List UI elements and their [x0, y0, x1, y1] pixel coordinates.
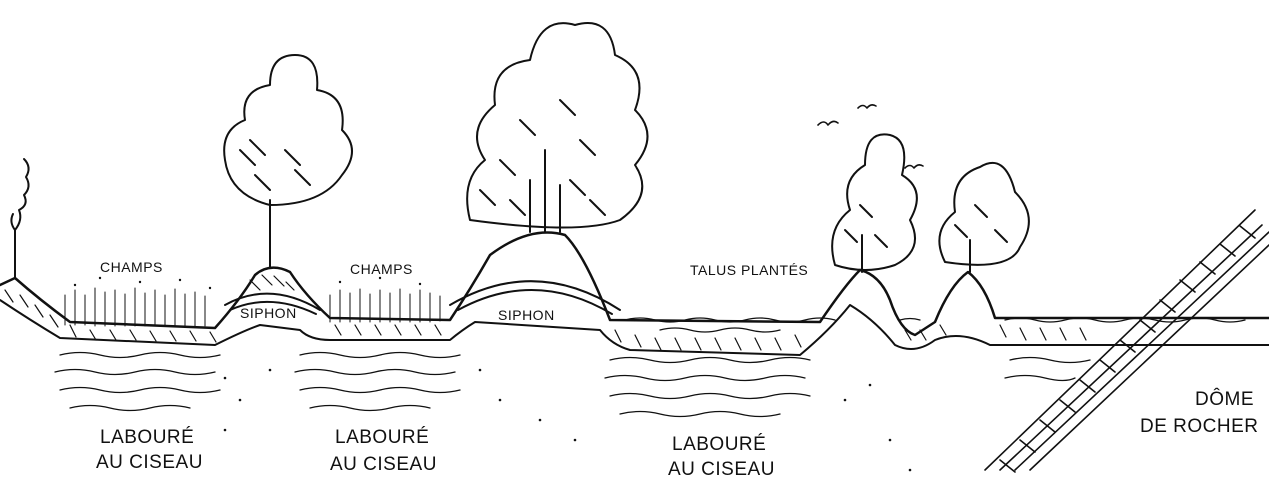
ground-profile: [0, 233, 1269, 336]
label-dome-line1: DÔME: [1195, 388, 1254, 410]
tree-1: [224, 55, 352, 268]
label-laboure-1-line1: LABOURÉ: [100, 427, 194, 448]
label-siphon-1: SIPHON: [240, 305, 297, 321]
label-siphon-2: SIPHON: [498, 307, 555, 323]
label-laboure-3-line2: AU CISEAU: [668, 459, 775, 480]
tree-4: [939, 163, 1029, 272]
label-laboure-1-line2: AU CISEAU: [96, 452, 203, 473]
birds: [818, 105, 923, 168]
label-dome-line2: DE ROCHER: [1140, 416, 1259, 437]
label-talus: TALUS PLANTÉS: [690, 262, 808, 278]
tree-3: [832, 134, 917, 272]
label-laboure-2-line1: LABOURÉ: [335, 427, 429, 448]
tree-2: [467, 23, 647, 232]
tree-left-small: [11, 159, 28, 278]
label-champs-1: CHAMPS: [100, 259, 163, 275]
label-laboure-2-line2: AU CISEAU: [330, 454, 437, 475]
label-laboure-3-line1: LABOURÉ: [672, 434, 766, 455]
subsoil-lines: [55, 353, 1090, 417]
label-champs-2: CHAMPS: [350, 261, 413, 277]
